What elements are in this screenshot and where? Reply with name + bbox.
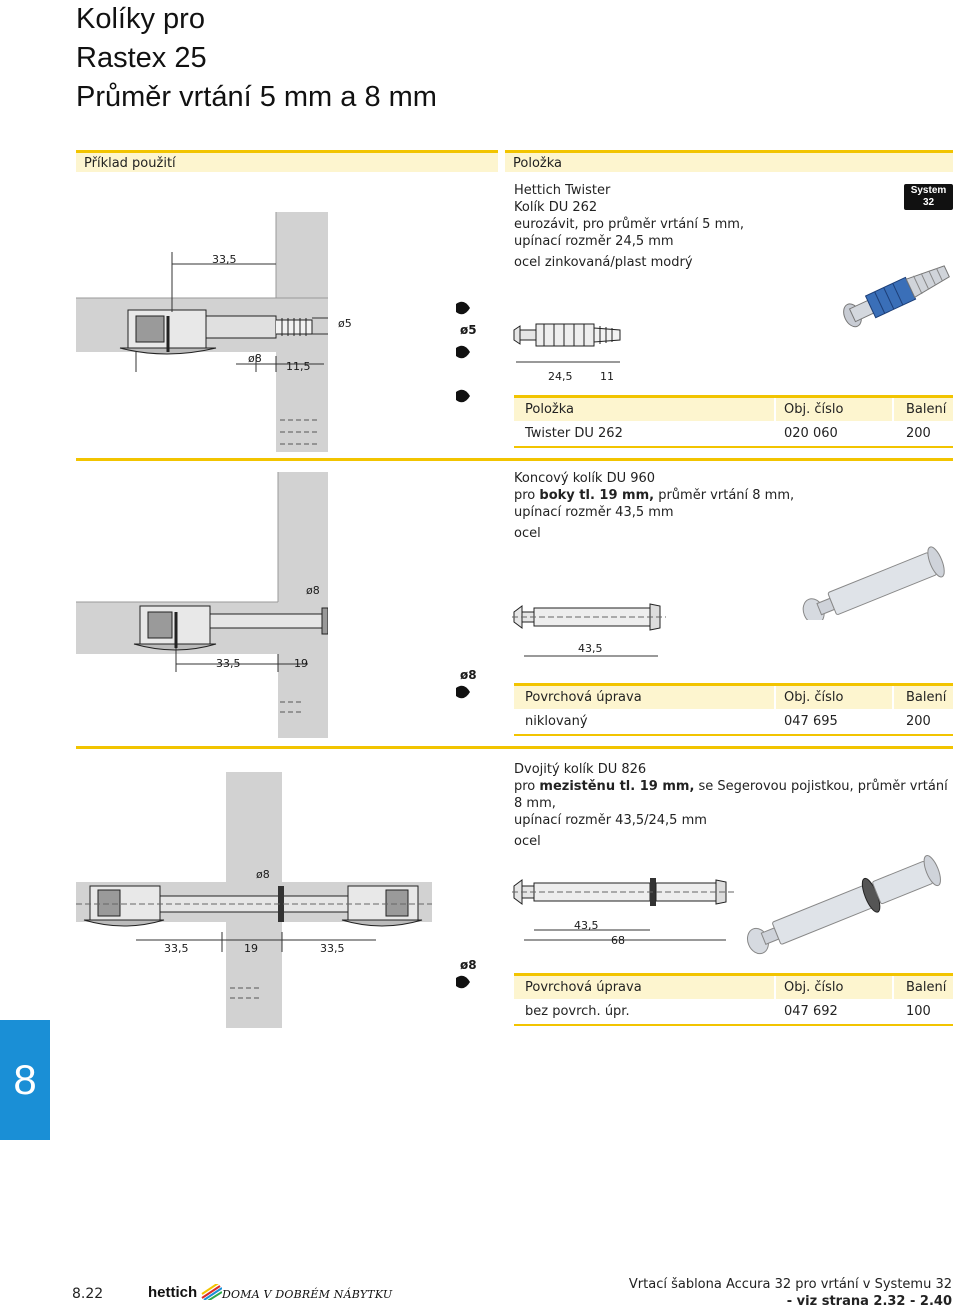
header-right-bar: Položka bbox=[505, 150, 953, 172]
item3-col-pack: Balení bbox=[906, 980, 947, 995]
section-divider-2 bbox=[76, 746, 953, 749]
system32-logo: System 32 bbox=[904, 184, 953, 210]
item1-dim-d8: ø8 bbox=[248, 352, 262, 365]
drill-bit-icon bbox=[456, 301, 470, 315]
item3-dim-33-5-right: 33,5 bbox=[320, 942, 345, 955]
item1-dim-33-5: 33,5 bbox=[212, 253, 237, 266]
footer-note: Vrtací šablona Accura 32 pro vrtání v Sy… bbox=[629, 1276, 952, 1310]
item3-cell-surface: bez povrch. úpr. bbox=[525, 1004, 630, 1019]
header-left-label: Příklad použití bbox=[84, 156, 176, 171]
item3-drill-size: ø8 bbox=[460, 958, 477, 972]
item1-description: Hettich Twister Kolík DU 262 eurozávit, … bbox=[514, 182, 894, 271]
item3-col-order: Obj. číslo bbox=[784, 980, 844, 995]
table-row: bez povrch. úpr. 047 692 100 bbox=[514, 1000, 953, 1026]
item2-dim-d8: ø8 bbox=[306, 584, 320, 597]
item2-desc-line2: upínací rozměr 43,5 mm bbox=[514, 505, 674, 520]
slogan: DOMA V DOBRÉM NÁBYTKU bbox=[222, 1288, 393, 1301]
header-right-label: Položka bbox=[513, 156, 562, 171]
item1-col-pack: Balení bbox=[906, 402, 947, 417]
item1-product-image bbox=[843, 265, 950, 328]
item3-usage-diagram bbox=[76, 772, 432, 1028]
hettich-logo-text: hettich bbox=[148, 1284, 198, 1301]
item1-cell-order: 020 060 bbox=[784, 426, 838, 441]
item3-dim-19: 19 bbox=[244, 942, 258, 955]
section-divider-1 bbox=[76, 458, 953, 461]
item2-dim-33-5: 33,5 bbox=[216, 657, 241, 670]
item1-desc-line1: eurozávit, pro průměr vrtání 5 mm, bbox=[514, 217, 745, 232]
item2-material: ocel bbox=[514, 526, 541, 541]
footer-note-line1: Vrtací šablona Accura 32 pro vrtání v Sy… bbox=[628, 1277, 952, 1292]
item3-col-surface: Povrchová úprava bbox=[525, 980, 642, 995]
item1-table-header: Položka Obj. číslo Balení bbox=[514, 395, 953, 421]
item1-name-line1: Hettich Twister bbox=[514, 183, 611, 198]
item3-product-image bbox=[746, 855, 941, 955]
item2-drill-icon bbox=[456, 685, 470, 699]
item2-col-order: Obj. číslo bbox=[784, 690, 844, 705]
item3-part-dim-b: 68 bbox=[611, 934, 625, 947]
item2-part-drawing bbox=[512, 603, 666, 657]
page-number: 8.22 bbox=[72, 1286, 104, 1302]
drill-bit-icon bbox=[456, 389, 470, 403]
item3-part-drawing bbox=[512, 878, 736, 941]
item2-drill-size: ø8 bbox=[460, 668, 477, 682]
item3-dim-33-5-left: 33,5 bbox=[164, 942, 189, 955]
footer-note-line2: - viz strana 2.32 - 2.40 bbox=[786, 1294, 952, 1309]
title-line-3: Průměr vrtání 5 mm a 8 mm bbox=[76, 81, 437, 113]
item2-name-line1: Koncový kolík DU 960 bbox=[514, 471, 656, 486]
item2-part-dim-a: 43,5 bbox=[578, 642, 603, 655]
item3-name-line1: Dvojitý kolík DU 826 bbox=[514, 762, 647, 777]
title-line-2: Rastex 25 bbox=[76, 42, 207, 74]
item1-usage-diagram bbox=[76, 212, 328, 452]
item1-name-line2: Kolík DU 262 bbox=[514, 200, 598, 215]
item3-cell-pack: 100 bbox=[906, 1004, 931, 1019]
item3-dim-d8: ø8 bbox=[256, 868, 270, 881]
drill-bit-icon bbox=[456, 975, 470, 989]
item2-dim-19: 19 bbox=[294, 657, 308, 670]
item2-col-surface: Povrchová úprava bbox=[525, 690, 642, 705]
item2-cell-pack: 200 bbox=[906, 714, 931, 729]
table-row: niklovaný 047 695 200 bbox=[514, 710, 953, 736]
item3-material: ocel bbox=[514, 834, 541, 849]
item1-dim-11-5: 11,5 bbox=[286, 360, 311, 373]
chapter-tab: 8 bbox=[0, 1020, 50, 1140]
item1-part-dim-a: 24,5 bbox=[548, 370, 573, 383]
item3-description: Dvojitý kolík DU 826 pro mezistěnu tl. 1… bbox=[514, 761, 954, 850]
item3-cell-order: 047 692 bbox=[784, 1004, 838, 1019]
item1-cell-pack: 200 bbox=[906, 426, 931, 441]
item3-desc-line2: upínací rozměr 43,5/24,5 mm bbox=[514, 813, 707, 828]
item1-col-item: Položka bbox=[525, 402, 574, 417]
item1-drill-size: ø5 bbox=[460, 323, 477, 337]
system32-logo-text: System 32 bbox=[910, 185, 947, 208]
table-row: Twister DU 262 020 060 200 bbox=[514, 422, 953, 448]
title-line-1: Kolíky pro bbox=[76, 3, 205, 35]
item1-drill-icons bbox=[456, 301, 470, 403]
item3-part-dim-a: 43,5 bbox=[574, 919, 599, 932]
item1-part-dim-b: 11 bbox=[600, 370, 614, 383]
item1-part-drawing bbox=[513, 323, 621, 363]
drill-bit-icon bbox=[456, 685, 470, 699]
item2-usage-diagram bbox=[76, 472, 328, 738]
hettich-logo-icon bbox=[201, 1284, 222, 1300]
item1-desc-line2: upínací rozměr 24,5 mm bbox=[514, 234, 674, 249]
header-left-bar: Příklad použití bbox=[76, 150, 498, 172]
item2-table-header: Povrchová úprava Obj. číslo Balení bbox=[514, 683, 953, 709]
page-title: Kolíky pro Rastex 25 Průměr vrtání 5 mm … bbox=[76, 0, 437, 117]
drill-bit-icon bbox=[456, 345, 470, 359]
item1-col-order: Obj. číslo bbox=[784, 402, 844, 417]
item3-drill-icon bbox=[456, 975, 470, 989]
item1-dim-d5: ø5 bbox=[338, 317, 352, 330]
item2-cell-order: 047 695 bbox=[784, 714, 838, 729]
item1-material: ocel zinkovaná/plast modrý bbox=[514, 255, 693, 270]
item2-cell-surface: niklovaný bbox=[525, 714, 588, 729]
item2-description: Koncový kolík DU 960 pro boky tl. 19 mm,… bbox=[514, 470, 944, 542]
item2-product-image bbox=[802, 546, 945, 620]
item2-desc-line1: pro boky tl. 19 mm, průměr vrtání 8 mm, bbox=[514, 488, 795, 503]
item1-cell-item: Twister DU 262 bbox=[525, 426, 623, 441]
item2-col-pack: Balení bbox=[906, 690, 947, 705]
item3-table-header: Povrchová úprava Obj. číslo Balení bbox=[514, 973, 953, 999]
item3-desc-line1: pro mezistěnu tl. 19 mm, se Segerovou po… bbox=[514, 779, 948, 811]
